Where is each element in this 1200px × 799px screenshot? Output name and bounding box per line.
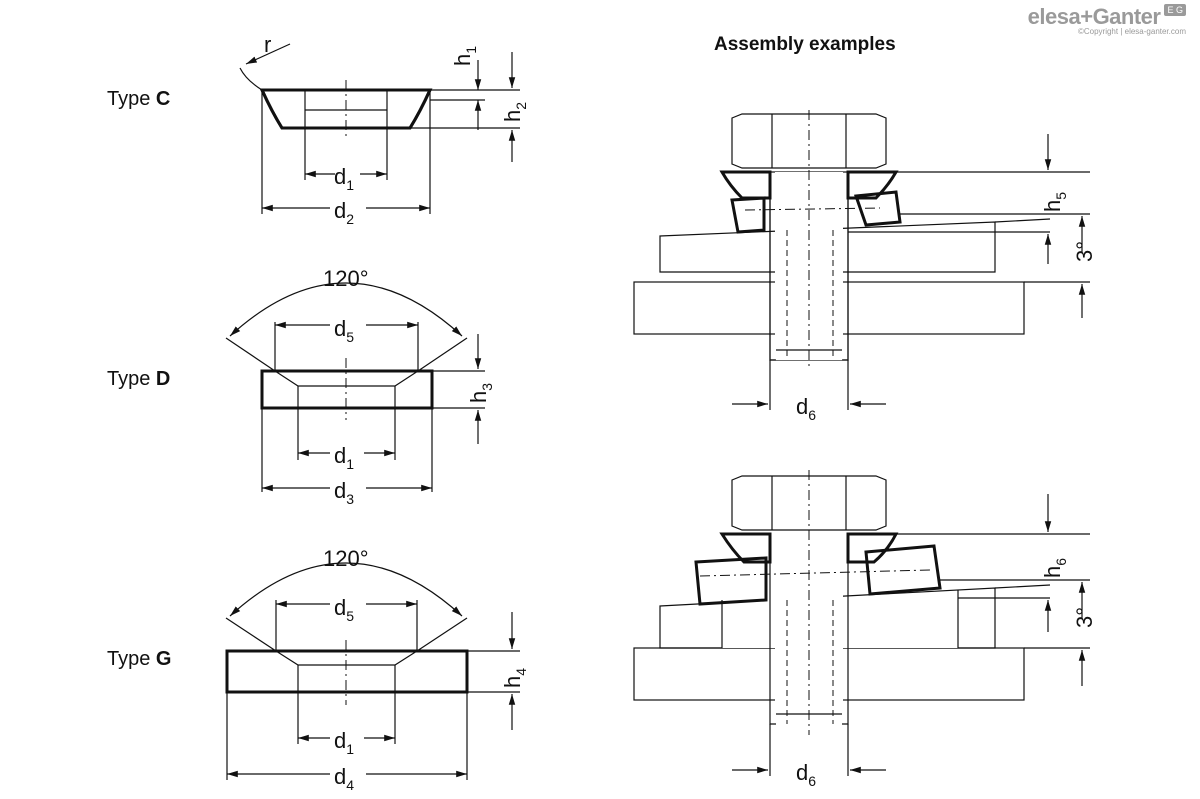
dim-tilt-1: 3°	[1072, 241, 1097, 262]
logo-text: elesa+Ganter	[1027, 4, 1161, 29]
dim-h2: h2	[500, 102, 529, 122]
dim-h6: h6	[1040, 558, 1069, 578]
assembly-title: Assembly examples	[714, 34, 896, 55]
dim-d5-d: d5	[334, 316, 354, 345]
dim-d1-d: d1	[334, 443, 354, 472]
washer-type-d	[225, 282, 485, 492]
dim-d4: d4	[334, 764, 354, 793]
dim-h3: h3	[466, 383, 495, 403]
dim-h1: h1	[450, 46, 479, 66]
dim-tilt-2: 3°	[1072, 607, 1097, 628]
washer-type-g	[225, 562, 520, 780]
assembly-example-1	[633, 110, 1090, 410]
dim-h5: h5	[1040, 192, 1069, 212]
dim-d2: d2	[334, 198, 354, 227]
assembly-example-2	[633, 470, 1090, 776]
dim-angle-g: 120°	[323, 546, 369, 571]
dim-d5-g: d5	[334, 595, 354, 624]
dim-d1-g: d1	[334, 728, 354, 757]
logo-copyright: ©Copyright | elesa-ganter.com	[1077, 27, 1186, 36]
logo-badge: E G	[1164, 4, 1186, 16]
type-g-label: Type G	[107, 648, 172, 670]
dim-d6-2: d6	[796, 760, 816, 789]
dim-d3: d3	[334, 478, 354, 507]
dim-d1-c: d1	[334, 164, 354, 193]
dim-d6-1: d6	[796, 394, 816, 423]
dim-h4: h4	[500, 668, 529, 688]
type-d-label: Type D	[107, 368, 171, 390]
type-c-label: Type C	[107, 88, 171, 110]
dim-r: r	[264, 32, 271, 57]
dim-angle-d: 120°	[323, 266, 369, 291]
washer-type-c	[239, 43, 520, 214]
